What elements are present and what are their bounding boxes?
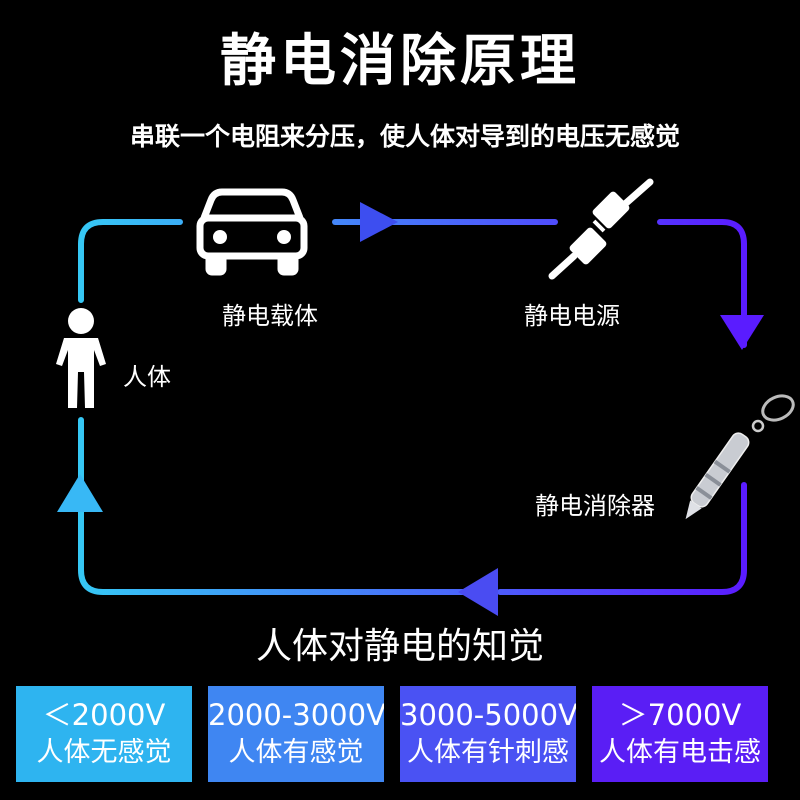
level-range: ＞7000V [618, 698, 742, 732]
page-title: 静电消除原理 [220, 29, 580, 94]
level-feel: 人体有针刺感 [407, 737, 569, 768]
plug-icon [548, 178, 654, 280]
level-range: 3000-5000V [400, 698, 576, 732]
level-range: 2000-3000V [208, 698, 384, 732]
arrow-down-icon [720, 315, 764, 350]
perception-levels: ＜2000V 人体无感觉 2000-3000V 人体有感觉 3000-5000V… [16, 686, 784, 782]
level-card: 2000-3000V 人体有感觉 [208, 686, 384, 782]
source-label: 静电电源 [524, 302, 620, 330]
level-feel: 人体无感觉 [36, 737, 172, 768]
car-icon [196, 188, 308, 276]
arrow-up-icon [57, 474, 103, 512]
level-card: 3000-5000V 人体有针刺感 [400, 686, 576, 782]
level-card: ＜2000V 人体无感觉 [16, 686, 192, 782]
car-headlight-right [277, 230, 291, 244]
body-label: 人体 [123, 363, 171, 391]
arrow-left-icon [458, 568, 498, 616]
level-feel: 人体有感觉 [228, 737, 364, 768]
subtitle: 串联一个电阻来分压，使人体对导到的电压无感觉 [130, 122, 681, 151]
loop-segment-top-right [657, 219, 747, 348]
level-range: ＜2000V [42, 698, 166, 732]
loop-lines [78, 219, 747, 595]
perception-title: 人体对静电的知觉 [255, 626, 544, 667]
loop-segment-top-left [78, 219, 183, 303]
car-headlight-left [213, 230, 227, 244]
eliminator-label: 静电消除器 [535, 492, 655, 520]
person-icon [56, 308, 106, 408]
level-card: ＞7000V 人体有电击感 [592, 686, 768, 782]
keychain-eliminator-icon [685, 394, 795, 520]
carrier-label: 静电载体 [222, 302, 318, 330]
loop-segment-right-bottom [497, 482, 747, 595]
arrow-right-icon [360, 202, 398, 242]
level-feel: 人体有电击感 [599, 737, 761, 768]
loop-segment-bottom-left [78, 497, 483, 595]
